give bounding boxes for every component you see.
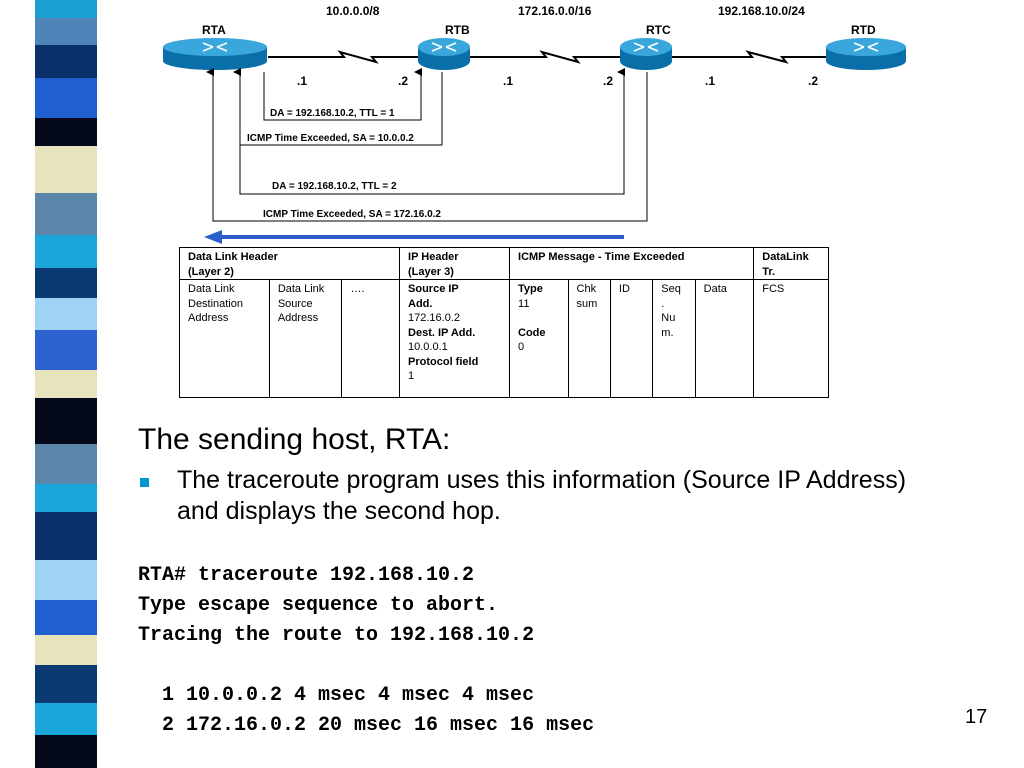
- router-label-rta: RTA: [202, 23, 226, 37]
- network-label-3: 192.168.10.0/24: [718, 4, 805, 18]
- code-line: 2 172.16.0.2 20 msec 16 msec 16 msec: [138, 714, 595, 737]
- header-ip: IP Header(Layer 3): [399, 247, 511, 280]
- bullet-text: The traceroute program uses this informa…: [177, 466, 907, 525]
- router-label-rtb: RTB: [445, 23, 470, 37]
- ttl1-return-path: [233, 68, 443, 146]
- cell-id: ID: [609, 279, 654, 398]
- ttl2-return-path: [206, 68, 648, 222]
- slide-title: The sending host, RTA:: [138, 423, 451, 456]
- network-label-1: 10.0.0.0/8: [326, 4, 380, 18]
- network-label-2: 172.16.0.0/16: [518, 4, 592, 18]
- iface-label: .2: [808, 74, 819, 88]
- code-line: Type escape sequence to abort.: [138, 594, 499, 617]
- router-rtd-icon: [826, 38, 906, 70]
- iface-label: .1: [297, 74, 308, 88]
- cell-fcs: FCS: [753, 279, 829, 398]
- iface-label: .1: [705, 74, 716, 88]
- router-rta-icon: [163, 38, 267, 70]
- router-rtb-icon: [418, 38, 470, 70]
- table-header-row: Data Link Header(Layer 2) IP Header(Laye…: [178, 247, 829, 280]
- cell-data: Data: [694, 279, 755, 398]
- code-line: 1 10.0.0.2 4 msec 4 msec 4 msec: [138, 684, 535, 707]
- iface-label: .2: [398, 74, 409, 88]
- packet-label-icmp1: ICMP Time Exceeded, SA = 10.0.0.2: [247, 133, 414, 144]
- router-rtc-icon: [620, 38, 672, 70]
- code-line: Tracing the route to 192.168.10.2: [138, 624, 535, 647]
- packet-header-table: Data Link Header(Layer 2) IP Header(Laye…: [178, 247, 829, 398]
- bullet-square-icon: [140, 478, 149, 487]
- iface-label: .2: [603, 74, 614, 88]
- network-diagram: [163, 38, 906, 244]
- header-icmp: ICMP Message - Time Exceeded: [509, 247, 755, 280]
- direction-arrowhead-icon: [204, 230, 222, 244]
- header-datalink: Data Link Header(Layer 2): [178, 247, 401, 280]
- ttl1-forward-path: [263, 68, 422, 121]
- packet-label-ttl1: DA = 192.168.10.2, TTL = 1: [270, 108, 395, 119]
- packet-label-icmp2: ICMP Time Exceeded, SA = 172.16.0.2: [263, 209, 441, 220]
- serial-link-3: [672, 50, 826, 64]
- page-number: 17: [965, 706, 988, 728]
- router-label-rtc: RTC: [646, 23, 671, 37]
- serial-link-2: [470, 50, 620, 64]
- router-label-rtd: RTD: [851, 23, 876, 37]
- packet-label-ttl2: DA = 192.168.10.2, TTL = 2: [272, 181, 397, 192]
- serial-link-1: [268, 50, 418, 64]
- code-line: RTA# traceroute 192.168.10.2: [138, 564, 475, 587]
- ttl2-forward-path: [239, 68, 625, 195]
- cell-ellipsis: ….: [341, 279, 401, 398]
- iface-label: .1: [503, 74, 514, 88]
